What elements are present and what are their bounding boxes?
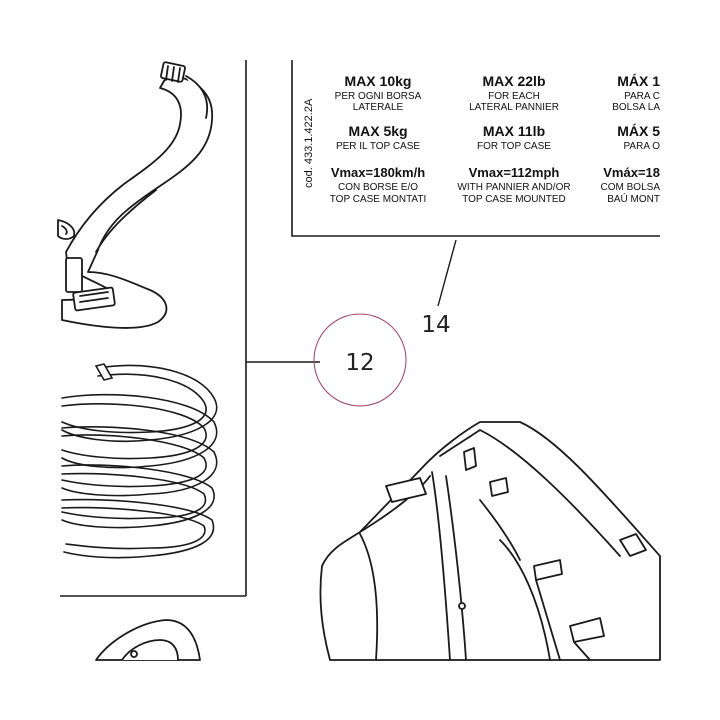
plate-column-es: MÁX 1 PARA C BOLSA LA MÁX 5 PARA O Vmáx=… xyxy=(601,73,661,205)
it-vmax: Vmax=180km/h xyxy=(331,165,425,180)
callout-12: 12 xyxy=(246,313,407,407)
highlight-circle-12 xyxy=(313,313,407,407)
es-max-side: MÁX 1 xyxy=(617,73,660,89)
leader-line-14 xyxy=(437,239,457,307)
es-side-line2: BOLSA LA xyxy=(612,102,660,113)
en-side-line1: FOR EACH xyxy=(488,91,540,102)
strap-illustration xyxy=(57,61,213,329)
left-parts-frame xyxy=(60,60,247,597)
es-side-line1: PARA C xyxy=(624,91,660,102)
it-side-line1: PER OGNI BORSA xyxy=(335,91,422,102)
callout-label-14: 14 xyxy=(421,312,450,338)
en-v-line1: WITH PANNIER AND/OR xyxy=(457,182,570,193)
es-top-line1: PARA O xyxy=(624,141,661,152)
en-max-top: MAX 11lb xyxy=(483,123,545,139)
en-v-line2: TOP CASE MOUNTED xyxy=(462,194,566,205)
plate-column-it: MAX 10kg PER OGNI BORSA LATERALE MAX 5kg… xyxy=(330,73,427,205)
en-max-side: MAX 22lb xyxy=(482,73,545,89)
it-top-line1: PER IL TOP CASE xyxy=(336,141,420,152)
es-v-line1: COM BOLSA xyxy=(601,182,661,193)
it-v-line2: TOP CASE MONTATI xyxy=(330,194,427,205)
coiled-cable-illustration xyxy=(61,363,218,559)
it-side-line2: LATERALE xyxy=(353,102,404,113)
callout-label-12: 12 xyxy=(345,350,374,376)
case-illustration xyxy=(319,421,661,661)
en-side-line2: LATERAL PANNIER xyxy=(469,102,559,113)
es-v-line2: BAÚ MONT xyxy=(607,192,660,205)
it-v-line1: CON BORSE E/O xyxy=(338,182,418,193)
callout-14: 14 xyxy=(421,239,457,338)
en-vmax: Vmax=112mph xyxy=(469,165,560,180)
plate-column-en: MAX 22lb FOR EACH LATERAL PANNIER MAX 11… xyxy=(457,73,570,205)
label-plate: cod. 433.1.422.2A MAX 10kg PER OGNI BORS… xyxy=(291,60,661,237)
it-max-side: MAX 10kg xyxy=(345,73,412,89)
plate-code: cod. 433.1.422.2A xyxy=(303,98,315,188)
es-vmax: Vmáx=18 xyxy=(603,165,660,180)
es-max-top: MÁX 5 xyxy=(617,123,660,139)
buckle-illustration xyxy=(95,619,201,661)
en-top-line1: FOR TOP CASE xyxy=(477,141,551,152)
it-max-top: MAX 5kg xyxy=(348,123,407,139)
